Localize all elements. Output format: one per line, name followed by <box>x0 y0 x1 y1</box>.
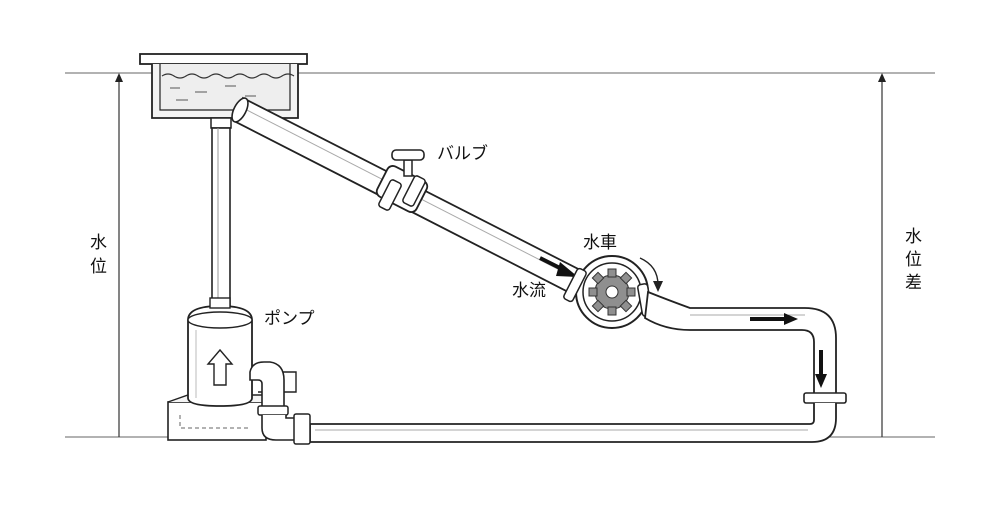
pump <box>167 297 311 445</box>
svg-text:位: 位 <box>905 250 922 270</box>
arrow-up-icon <box>206 348 234 386</box>
svg-text:位: 位 <box>90 257 107 277</box>
pump-label: ポンプ <box>264 309 315 329</box>
waterwheel <box>563 255 653 329</box>
flow-arrow-down <box>815 350 827 388</box>
water-level-dimension <box>115 73 123 437</box>
rotation-arrowhead <box>653 281 663 292</box>
svg-text:水: 水 <box>90 233 107 253</box>
valve <box>375 149 429 213</box>
svg-text:水: 水 <box>905 227 922 247</box>
svg-text:差: 差 <box>905 273 922 293</box>
water-flow-label: 水流 <box>512 281 546 301</box>
valve-label: バルブ <box>437 143 488 164</box>
water-level-label: 水 位 <box>90 233 107 277</box>
waterwheel-label: 水車 <box>583 233 617 253</box>
flow-arrow-horizontal <box>750 313 798 325</box>
riser-pipe <box>211 127 231 309</box>
tailrace-pipe <box>309 290 847 443</box>
head-difference-dimension <box>878 73 886 437</box>
water-tank <box>139 53 308 129</box>
flow-arrow-diagonal <box>539 256 578 277</box>
gear-icon <box>588 268 636 316</box>
head-difference-label: 水 位 差 <box>905 227 922 293</box>
